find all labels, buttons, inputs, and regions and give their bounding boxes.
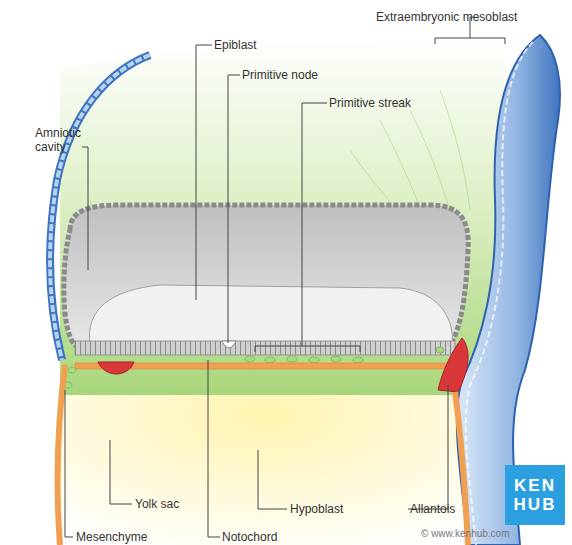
yolk-membrane-right	[455, 392, 468, 545]
part-label: Primitive streak	[329, 96, 411, 110]
part-label: Hypoblast	[290, 502, 343, 516]
embryonic-disc	[75, 341, 455, 355]
primitive-node-pit	[222, 341, 236, 348]
watermark: © www.kenhub.com	[421, 527, 510, 541]
part-label: Amniotic cavity	[35, 126, 95, 154]
part-label: Mesenchyme	[76, 530, 147, 544]
mesoblast-fill	[60, 35, 505, 395]
part-label: Extraembryonic mesoblast	[376, 10, 517, 24]
allantois-shape	[438, 338, 468, 392]
part-label: Notochord	[222, 530, 277, 544]
part-label: Primitive node	[242, 68, 318, 82]
amniotic-cavity-shape	[64, 205, 468, 345]
logo-text: KEN HUB	[508, 476, 562, 514]
epiblast-shape	[89, 285, 452, 345]
part-label: Yolk sac	[135, 497, 179, 511]
notochord-shape	[98, 362, 134, 374]
yolk-membrane-left	[58, 365, 65, 545]
leader-lines	[65, 17, 505, 537]
part-label: Allantois	[410, 502, 455, 516]
logo-box	[505, 465, 565, 525]
part-label: Epiblast	[214, 38, 257, 52]
